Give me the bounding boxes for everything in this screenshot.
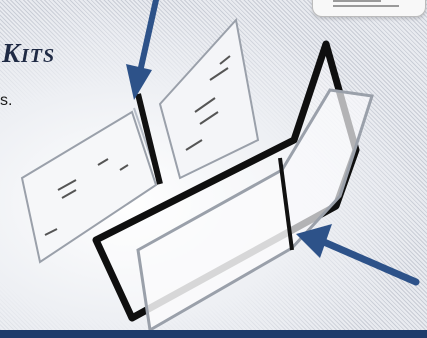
arrow-icon-top — [126, 0, 156, 100]
upright-panel — [160, 20, 258, 178]
footer-bar — [0, 330, 427, 338]
arrow-icon-bottom — [296, 224, 416, 282]
